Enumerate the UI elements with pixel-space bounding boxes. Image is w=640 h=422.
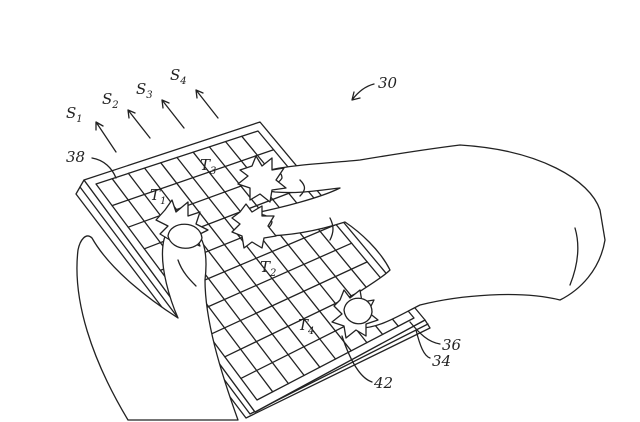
arrow-s2 <box>127 109 151 139</box>
little-fingertip <box>343 297 373 325</box>
leader-38 <box>91 157 117 179</box>
label-t1: T1 <box>150 186 166 207</box>
label-t3: T3 <box>200 156 216 177</box>
device-edge-line <box>79 186 429 415</box>
touch-burst-t2 <box>231 203 277 249</box>
label-38: 38 <box>66 148 85 166</box>
label-34: 34 <box>432 352 451 370</box>
grid-column-line <box>176 156 337 360</box>
leader-36 <box>409 321 441 345</box>
touch-burst-t3 <box>237 155 287 203</box>
label-s4: S4 <box>170 66 187 87</box>
finger-crease <box>299 179 579 286</box>
leader-34 <box>415 329 431 359</box>
label-42: 42 <box>373 374 393 392</box>
label-s1: S1 <box>66 104 83 125</box>
label-t2: T2 <box>260 258 276 279</box>
label-s3: S3 <box>136 80 153 101</box>
left-thumb-crease <box>177 259 197 287</box>
grid-column-line <box>192 151 352 352</box>
arrow-s3 <box>161 99 185 129</box>
grid-column-line <box>127 172 290 385</box>
grid-column-line <box>160 162 321 368</box>
signal-arrows <box>91 83 441 383</box>
label-figure-30: 30 <box>378 74 398 92</box>
label-t4: T4 <box>298 316 314 337</box>
label-36: 36 <box>442 336 462 354</box>
left-thumb-tip <box>167 223 203 249</box>
label-s2: S2 <box>102 90 119 111</box>
arrow-s4 <box>195 89 219 119</box>
leader-42 <box>341 335 373 383</box>
arrow-30 <box>351 83 375 101</box>
arrow-s1 <box>95 121 117 153</box>
